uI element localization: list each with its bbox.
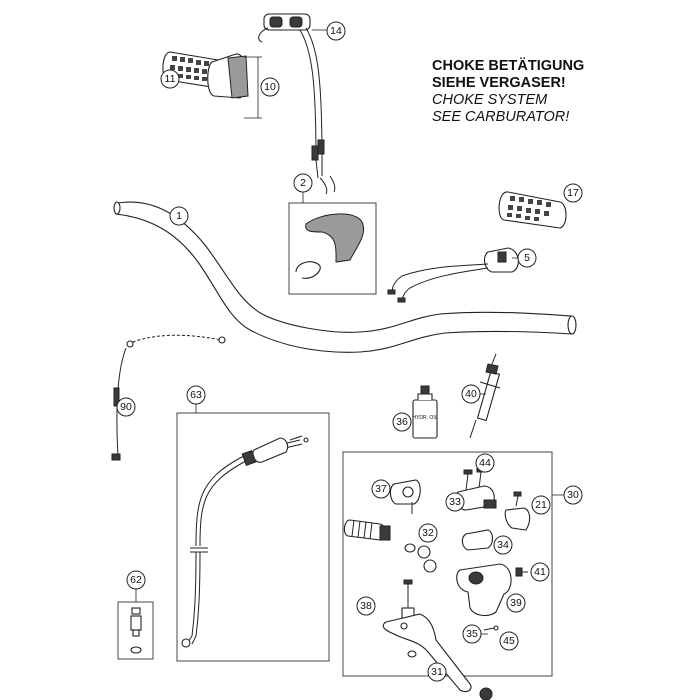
svg-text:5: 5: [524, 252, 530, 264]
svg-text:30: 30: [567, 489, 579, 501]
svg-text:34: 34: [497, 539, 509, 551]
hot-start-cable: [176, 403, 330, 662]
callout-5: 5: [517, 248, 537, 268]
clamp-37: [389, 479, 421, 514]
svg-text:17: 17: [567, 187, 579, 199]
svg-text:40: 40: [465, 388, 477, 400]
callout-39: 39: [506, 593, 526, 613]
choke-note-line-2: SIEHE VERGASER!: [432, 75, 566, 91]
callout-30: 30: [563, 485, 583, 505]
hydraulic-oil-bottle: HYDR. OIL: [412, 385, 438, 439]
callout-90: 90: [116, 397, 136, 417]
svg-text:36: 36: [396, 416, 408, 428]
callout-45: 45: [499, 631, 519, 651]
svg-text:45: 45: [503, 635, 515, 647]
svg-text:90: 90: [120, 401, 132, 413]
callout-2: 2: [293, 173, 313, 193]
callout-37: 37: [371, 479, 391, 499]
svg-text:21: 21: [535, 499, 547, 511]
svg-text:1: 1: [176, 210, 182, 222]
svg-text:14: 14: [330, 25, 342, 37]
svg-text:41: 41: [534, 566, 546, 578]
hot-start-small-parts: [117, 589, 154, 660]
callout-11: 11: [160, 69, 180, 89]
bleed-screw-34: [461, 529, 494, 551]
svg-text:44: 44: [479, 457, 491, 469]
piston-32: [343, 519, 437, 573]
svg-text:62: 62: [130, 574, 142, 586]
hand-guard-kit: [288, 190, 377, 295]
callout-17: 17: [563, 183, 583, 203]
callout-38: 38: [356, 596, 376, 616]
svg-text:31: 31: [431, 666, 443, 678]
callout-62: 62: [126, 570, 146, 590]
spring-35-45: [481, 625, 499, 635]
callout-32: 32: [418, 523, 438, 543]
callout-21: 21: [531, 495, 551, 515]
choke-note: CHOKE BETÄTIGUNG SIEHE VERGASER! CHOKE S…: [432, 58, 692, 126]
callout-36: 36: [392, 412, 412, 432]
callout-33: 33: [445, 492, 465, 512]
callout-35: 35: [462, 624, 482, 644]
svg-text:37: 37: [375, 483, 387, 495]
throttle-housing: [207, 53, 262, 119]
callout-10: 10: [260, 77, 280, 97]
svg-text:33: 33: [449, 496, 461, 508]
screw-21: [504, 491, 531, 531]
svg-text:35: 35: [466, 628, 478, 640]
bleeding-syringe: [469, 353, 501, 439]
svg-text:2: 2: [300, 177, 306, 189]
svg-text:10: 10: [264, 81, 276, 93]
lever-pin-38: [401, 579, 415, 619]
clutch-cable: [111, 334, 226, 461]
throttle-cables: [258, 13, 336, 195]
svg-text:63: 63: [190, 389, 202, 401]
callout-31: 31: [427, 662, 447, 682]
handlebar: [113, 201, 577, 353]
callout-44: 44: [475, 453, 495, 473]
choke-note-line-4: SEE CARBURATOR!: [432, 109, 570, 125]
choke-note-line-3: CHOKE SYSTEM: [432, 92, 548, 108]
left-grip: [498, 191, 567, 229]
callout-14: 14: [326, 21, 346, 41]
callout-34: 34: [493, 535, 513, 555]
callout-40: 40: [461, 384, 481, 404]
callout-63: 63: [186, 385, 206, 405]
clutch-lever-31: [382, 613, 493, 700]
choke-note-line-1: CHOKE BETÄTIGUNG: [432, 58, 585, 74]
kill-switch: [387, 247, 519, 303]
bottle-label: HYDR. OIL: [412, 415, 437, 421]
master-cylinder-39: [456, 563, 528, 617]
svg-text:39: 39: [510, 597, 522, 609]
svg-text:32: 32: [422, 527, 434, 539]
svg-text:11: 11: [165, 73, 176, 85]
callout-41: 41: [530, 562, 550, 582]
callout-1: 1: [169, 206, 189, 226]
svg-text:38: 38: [360, 600, 372, 612]
